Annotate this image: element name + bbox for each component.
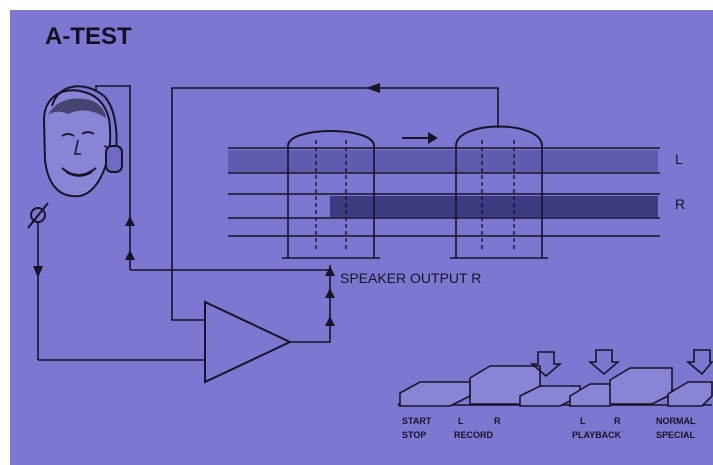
amplifier-triangle: [204, 300, 293, 384]
diagram-title: A-TEST: [45, 23, 132, 50]
loop-direction-arrow: [366, 83, 380, 93]
btn-label-playback: PLAYBACK: [572, 430, 622, 440]
press-indicator-mode-icon: [685, 349, 713, 376]
press-indicator-playback-icon: [587, 349, 621, 376]
amp-out-arrow-2: [325, 288, 335, 298]
control-button-strip: [397, 349, 713, 407]
btn-label-playback-r: R: [614, 416, 621, 426]
headphone-arrow-1: [125, 250, 135, 260]
btn-label-playback-l: L: [580, 416, 586, 426]
btn-label-start: START: [402, 416, 432, 426]
playback-head: [450, 125, 548, 259]
speaker-output-label: SPEAKER OUTPUT R: [340, 270, 481, 286]
btn-label-record: RECORD: [454, 430, 494, 440]
press-indicator-record-icon: [529, 351, 563, 378]
tape-tracks: [228, 147, 660, 237]
btn-label-record-r: R: [494, 416, 501, 426]
start-stop-button[interactable]: [399, 381, 471, 407]
btn-label-normal: NORMAL: [656, 416, 696, 426]
headphones-icon: [51, 85, 123, 173]
feedback-loop-wire: [171, 87, 499, 321]
playback-r-button[interactable]: [609, 367, 673, 405]
left-track-signal: [228, 150, 658, 172]
headphone-cable: [95, 85, 131, 270]
headphone-arrow-2: [125, 216, 135, 226]
track-left-label: L: [675, 151, 683, 167]
microphone-icon: [27, 202, 49, 360]
amp-out-arrow-3: [325, 266, 335, 276]
btn-label-stop: STOP: [402, 430, 426, 440]
mic-signal-arrow: [33, 266, 43, 278]
listener-head-icon: [42, 89, 112, 198]
btn-label-special: SPECIAL: [656, 430, 696, 440]
amp-output-wire: [290, 265, 331, 343]
normal-special-button[interactable]: [667, 381, 713, 407]
track-right-label: R: [675, 196, 685, 212]
record-head: [282, 130, 380, 259]
btn-label-record-l: L: [458, 416, 464, 426]
amp-out-arrow-1: [325, 316, 335, 326]
right-track-signal: [330, 196, 658, 217]
